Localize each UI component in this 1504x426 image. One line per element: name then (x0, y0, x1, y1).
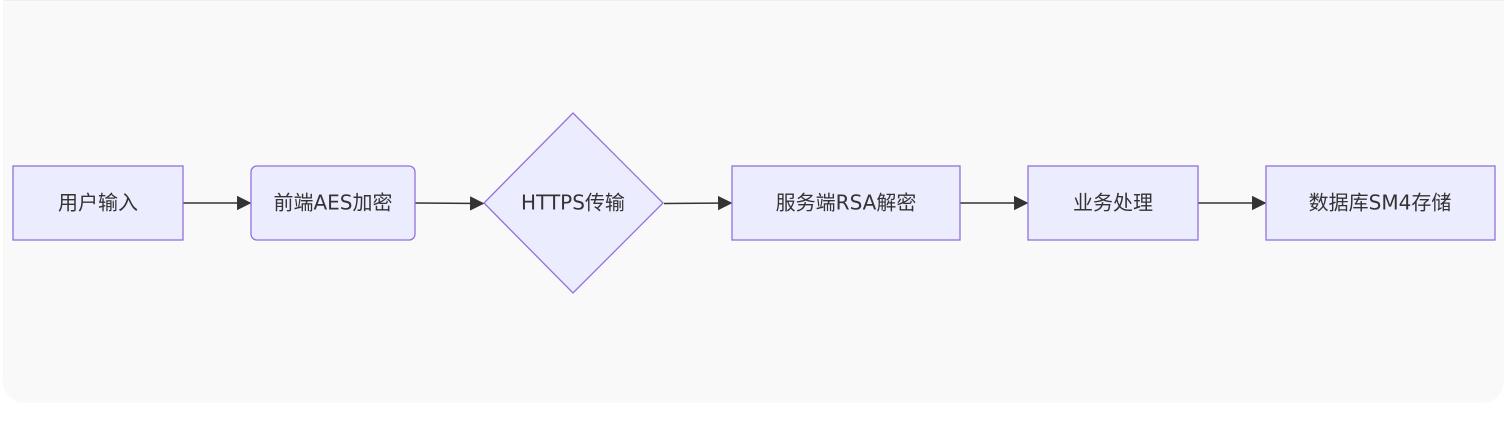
node-db-sm4-label: 数据库SM4存储 (1309, 191, 1452, 215)
node-user-input-label: 用户输入 (58, 191, 138, 215)
node-user-input[interactable]: 用户输入 (12, 165, 184, 241)
edges (183, 195, 1267, 211)
node-business[interactable]: 业务处理 (1027, 165, 1199, 241)
node-https-transfer[interactable]: HTTPS传输 (483, 112, 664, 294)
edge-frontend-aes-to-https (414, 196, 485, 211)
node-db-sm4[interactable]: 数据库SM4存储 (1265, 165, 1496, 241)
node-server-rsa[interactable]: 服务端RSA解密 (731, 165, 961, 241)
node-server-rsa-label: 服务端RSA解密 (776, 191, 917, 215)
node-business-label: 业务处理 (1073, 191, 1153, 215)
edge-https-to-server-rsa (663, 195, 733, 211)
node-frontend-aes[interactable]: 前端AES加密 (250, 165, 416, 241)
node-https-transfer-label: HTTPS传输 (521, 191, 625, 215)
node-frontend-aes-label: 前端AES加密 (273, 191, 392, 215)
